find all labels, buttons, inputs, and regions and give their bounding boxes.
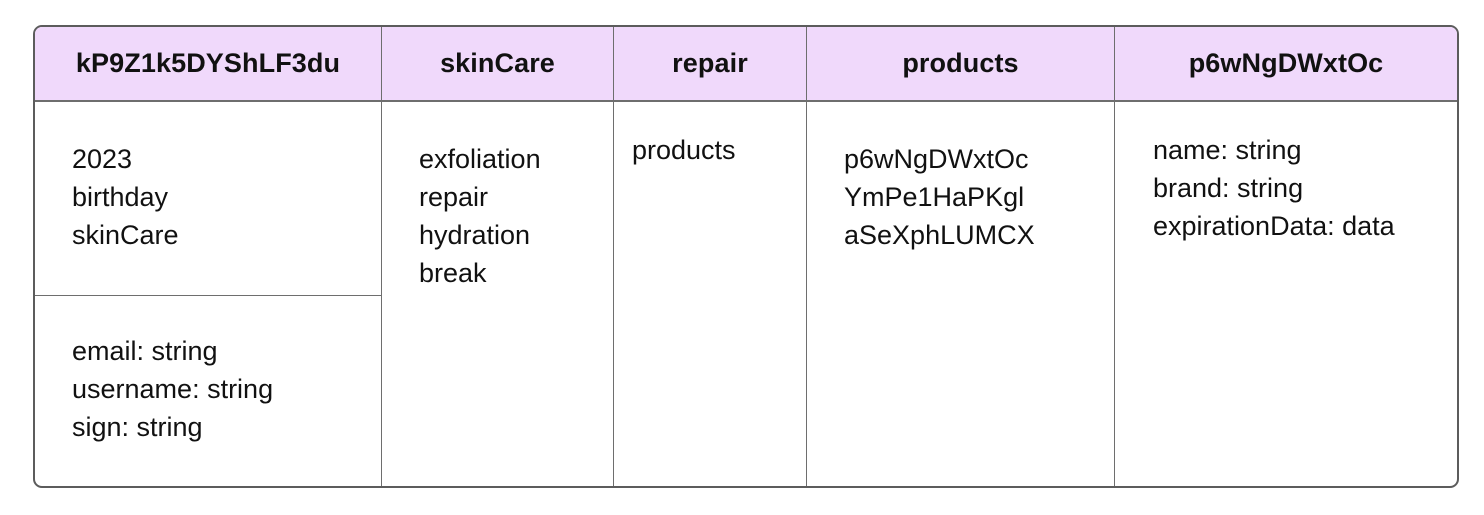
collection-diagram: kP9Z1k5DYShLF3du 2023 birthday skinCare … bbox=[33, 25, 1459, 488]
list-item: brand: string bbox=[1153, 173, 1304, 203]
list-item: p6wNgDWxtOc bbox=[844, 144, 1029, 174]
collection-column-repair: repair products bbox=[614, 27, 807, 486]
column-header: products bbox=[807, 27, 1114, 102]
list-item: expirationData: data bbox=[1153, 211, 1395, 241]
list-item: 2023 bbox=[72, 144, 133, 174]
column-header: kP9Z1k5DYShLF3du bbox=[35, 27, 381, 102]
collection-column-product-doc: p6wNgDWxtOc name: string brand: string e… bbox=[1115, 27, 1457, 486]
list-item: name: string bbox=[1153, 135, 1302, 165]
list-item: skinCare bbox=[72, 220, 179, 250]
document-ids-list: 2023 birthday skinCare bbox=[72, 140, 179, 254]
collection-column-root: kP9Z1k5DYShLF3du 2023 birthday skinCare … bbox=[35, 27, 382, 486]
collection-column-skincare: skinCare exfoliation repair hydration br… bbox=[382, 27, 614, 486]
section-divider bbox=[35, 295, 381, 296]
list-item: sign: string bbox=[72, 412, 203, 442]
document-ids-list: exfoliation repair hydration break bbox=[419, 140, 541, 292]
list-item: email: string bbox=[72, 336, 218, 366]
collection-column-products: products p6wNgDWxtOc YmPe1HaPKgl aSeXphL… bbox=[807, 27, 1115, 486]
field-schema-list: name: string brand: string expirationDat… bbox=[1153, 131, 1395, 245]
column-header: p6wNgDWxtOc bbox=[1115, 27, 1457, 102]
list-item: repair bbox=[419, 182, 489, 212]
column-header: skinCare bbox=[382, 27, 613, 102]
field-schema-list: email: string username: string sign: str… bbox=[72, 332, 273, 446]
list-item: break bbox=[419, 258, 487, 288]
document-ids-list: products bbox=[632, 131, 736, 169]
list-item: YmPe1HaPKgl bbox=[844, 182, 1025, 212]
list-item: username: string bbox=[72, 374, 274, 404]
list-item: hydration bbox=[419, 220, 531, 250]
list-item: products bbox=[632, 135, 736, 165]
column-header: repair bbox=[614, 27, 806, 102]
list-item: exfoliation bbox=[419, 144, 541, 174]
document-ids-list: p6wNgDWxtOc YmPe1HaPKgl aSeXphLUMCX bbox=[844, 140, 1035, 254]
list-item: birthday bbox=[72, 182, 169, 212]
list-item: aSeXphLUMCX bbox=[844, 220, 1035, 250]
